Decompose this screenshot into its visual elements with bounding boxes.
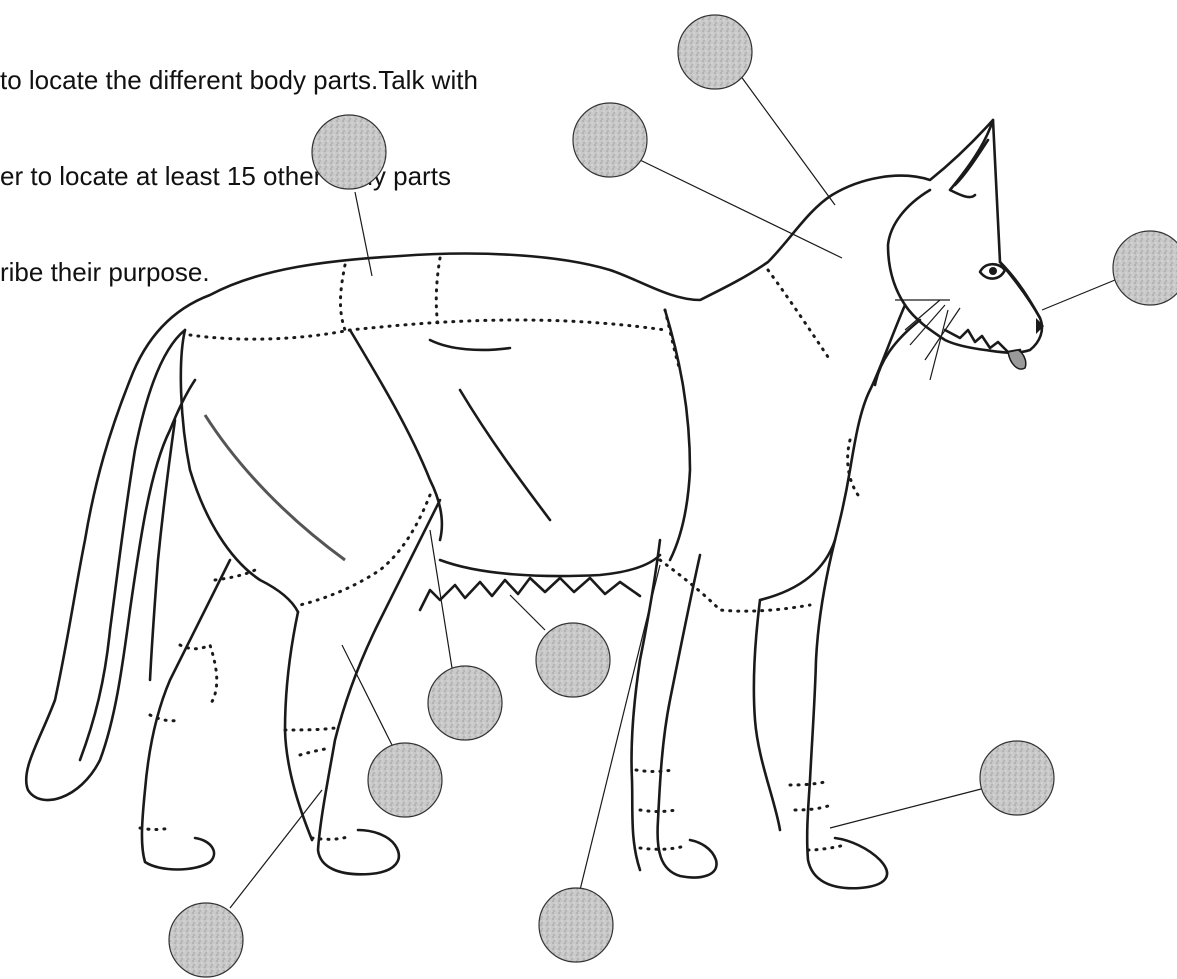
dots-hind-ankle [312,836,350,839]
cat-muscle-line-2 [430,340,510,350]
cat-hindleg-left-inner [150,420,175,680]
dots-fore-wrist-1 [636,770,672,772]
leader-belly [510,595,545,630]
cat-tail-inner [80,330,185,760]
dots-hind-shin [285,728,335,730]
label-circle-fore-paw [980,741,1054,815]
region-boundaries [140,258,858,850]
dots-far-hind-shin [150,715,180,721]
dots-neck [768,270,830,360]
label-circle-hock [169,903,243,977]
dots-hind-knee [180,645,217,705]
cat-rump [181,330,298,612]
leader-flank [430,530,452,668]
dots-back-1 [340,265,345,330]
dots-fore-wrist-4 [795,806,828,810]
leader-nose [1042,280,1115,310]
dots-fore-paw-2 [808,845,845,850]
label-circle-forehead [678,15,752,89]
dots-hock [300,748,330,755]
cat-shoulder-line [665,310,690,560]
cat-foreleg-right [807,540,887,888]
dots-fore-paw-1 [640,846,685,849]
cat-flank-shadow [205,415,345,560]
cat-belly [440,555,660,576]
label-circle-flank [428,666,502,740]
cat-back-line [26,120,1040,800]
leader-fore-paw [830,788,985,828]
cat-outline [26,120,1044,888]
dots-flank-top [190,320,665,339]
label-circle-elbow [539,888,613,962]
cat-ribs-line [350,330,442,540]
leader-forehead [740,75,835,205]
label-circle-neck [573,103,647,177]
label-circle-stifle [368,743,442,817]
cat-hindleg-right [318,500,440,874]
leader-neck [640,160,842,258]
dots-thigh [300,495,430,605]
cat-neck-fold [875,320,920,385]
leader-withers [355,192,372,276]
cat-whiskers [895,300,960,380]
label-circle-nose [1113,231,1177,305]
cat-hindleg-right-front [285,612,312,840]
leader-elbow [580,565,660,890]
cat-ear-inner [955,140,988,185]
dots-back-2 [436,258,440,325]
cat-foreleg-left [658,555,717,877]
cat-pupil [989,267,997,275]
dots-far-hind-ankle [140,828,170,830]
dots-fore-wrist-3 [790,782,825,785]
dots-foreleg-top [660,560,810,611]
cat-belly-fur [420,578,640,610]
leader-hock [230,790,322,908]
cat-muscle-line [460,390,550,520]
cat-foreleg-right-back [754,600,780,830]
cat-foreleg-left-back [631,540,660,870]
label-circle-withers [312,115,386,189]
label-circle-belly [536,623,610,697]
